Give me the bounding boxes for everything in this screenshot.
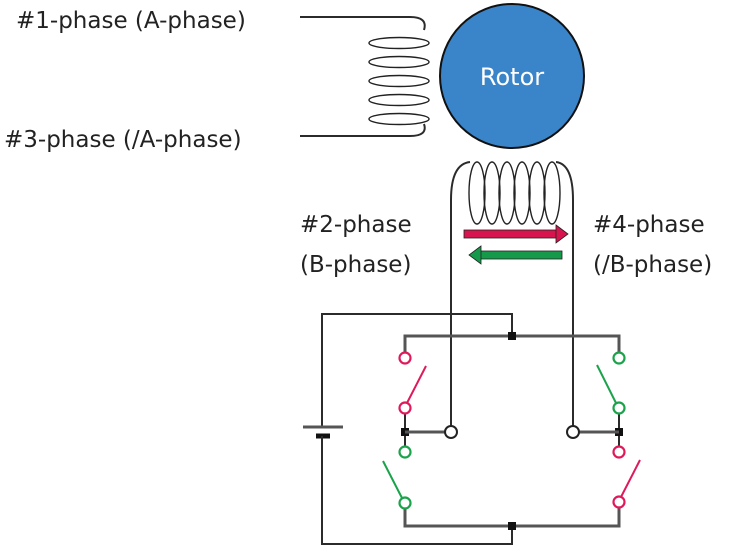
b-coil-loop (543, 161, 561, 225)
phase4-label-line1: #4-phase (593, 212, 705, 238)
bottom-junction (508, 522, 516, 530)
b-coil-loop (483, 161, 501, 225)
b-coil-loop (468, 161, 486, 225)
a-coil-loop (368, 36, 430, 50)
phase2-label-line2: (B-phase) (300, 252, 411, 278)
rotor-label: Rotor (480, 63, 544, 91)
a-coil-loop (368, 74, 430, 88)
current-arrow-red (463, 224, 569, 244)
a-coil-loop (368, 93, 430, 107)
switch-lower-right[interactable] (612, 445, 641, 509)
rotor-disc (439, 3, 585, 149)
switch-lower-left[interactable] (382, 445, 412, 510)
phase2-label-line1: #2-phase (300, 212, 412, 238)
current-arrow-green (468, 245, 563, 265)
a-coil-loop (368, 55, 430, 69)
b-coil-loop (513, 161, 531, 225)
rotor: Rotor (439, 3, 585, 149)
terminal-left (444, 425, 458, 439)
switch-upper-right[interactable] (596, 351, 626, 415)
b-coil-loop (498, 161, 516, 225)
phase3-label: #3-phase (/A-phase) (4, 127, 242, 153)
switch-upper-left[interactable] (398, 351, 427, 415)
battery (303, 313, 513, 545)
right-half-bridge (566, 351, 641, 509)
top-junction (508, 332, 516, 340)
a-phase-coil (300, 16, 430, 137)
phase1-label: #1-phase (A-phase) (16, 8, 246, 34)
phase4-label-line2: (/B-phase) (593, 252, 712, 278)
left-half-bridge (382, 351, 458, 510)
b-coil-loop (528, 161, 546, 225)
a-coil-loop (368, 112, 430, 126)
terminal-right (566, 425, 580, 439)
b-phase-coil (450, 161, 574, 432)
